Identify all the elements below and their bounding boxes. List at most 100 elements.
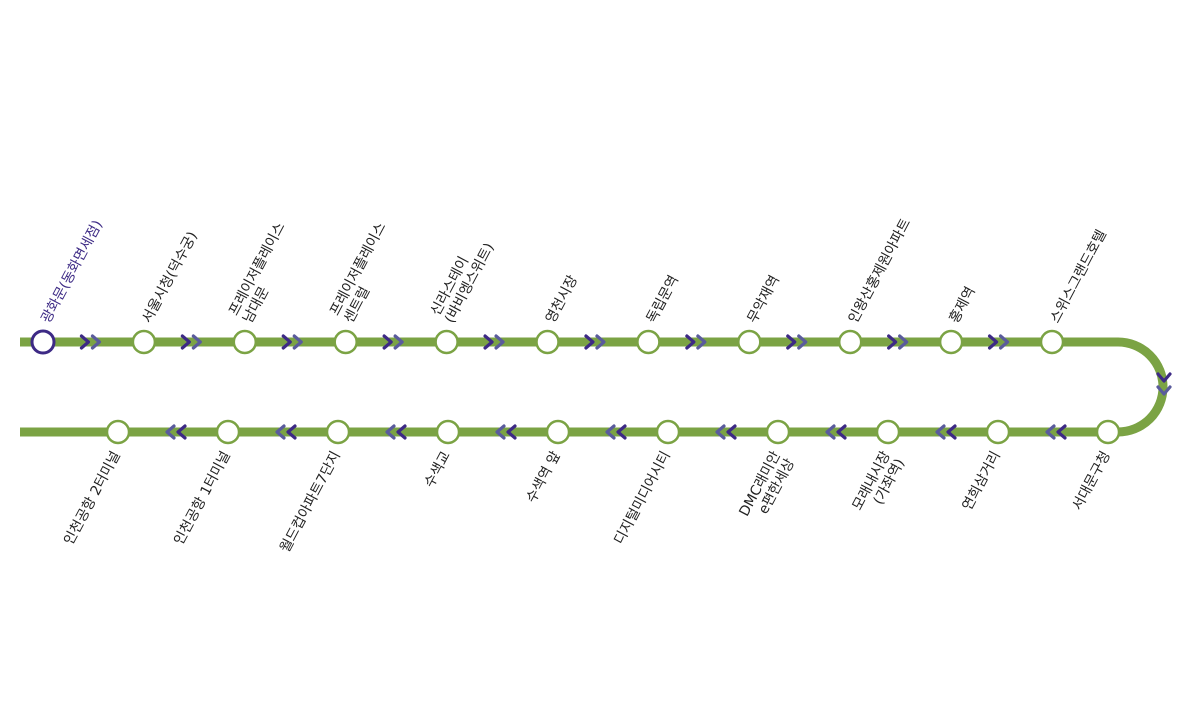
chevron-right-icon [887,334,898,350]
stop-circle-icon[interactable] [636,329,661,355]
chevron-right-icon [696,334,707,350]
stop-circle-icon[interactable] [837,329,863,355]
stop-label: 인천공항 1터미널 [171,449,234,548]
chevron-left-icon [605,424,616,440]
stop-label: 홍제역 [947,284,979,326]
chevron-left-icon [715,424,726,440]
chevron-left-icon [836,424,847,440]
stop-circle-icon[interactable] [655,419,681,445]
stop-label-group: 인천공항 2터미널 [61,449,124,548]
stop-label: 서울시청(덕수궁) [139,229,201,326]
chevron-left-icon [275,424,286,440]
stop-circle-icon[interactable] [1095,419,1121,445]
chevron-left-icon [1045,424,1056,440]
chevron-left-icon [176,424,187,440]
route-track [20,337,1168,437]
chevron-left-icon [385,424,396,440]
stop-label-group: 무악재역 [745,273,783,326]
chevron-left-icon [1056,424,1067,440]
chevron-right-icon [393,334,404,350]
stop-label: 스위스그랜드호텔 [1047,227,1110,325]
stop-label-group: 스위스그랜드호텔 [1047,227,1110,325]
stop-label-group: 영천시장 [543,273,581,326]
chevron-left-icon [506,424,517,440]
stop-circle-icon[interactable] [434,329,459,355]
stop-circle-icon[interactable] [131,329,157,355]
chevron-right-icon [191,334,202,350]
chevron-left-icon [935,424,946,440]
stop-label: 인왕산홍제원아파트 [846,216,915,326]
stop-label: 영천시장 [543,273,581,326]
stop-circle-icon[interactable] [325,419,351,445]
stop-label-group: 인왕산홍제원아파트 [846,216,915,326]
stop-label: 월드컵아파트7단지 [277,449,344,555]
stop-label-group: 서울시청(덕수궁) [139,229,201,326]
stop-label-group: 홍제역 [947,284,979,326]
chevron-right-icon [292,334,303,350]
chevron-right-icon [786,334,797,350]
chevron-right-icon [797,334,808,350]
chevron-right-icon [987,334,999,350]
chevron-left-icon [946,424,957,440]
stop-circle-icon[interactable] [232,329,258,355]
chevron-left-icon [165,424,176,440]
stop-label-group: 신라스테이(바비엥스위트) [428,240,498,325]
chevron-left-icon [396,424,407,440]
stop-circle-icon[interactable] [737,329,762,355]
stop-circle-icon[interactable] [435,419,461,445]
chevron-right-icon [998,334,1010,350]
stop-circle-icon[interactable] [215,419,241,445]
stop-circle-icon[interactable] [545,419,571,445]
stop-label: 서대문구청 [1070,449,1114,513]
stop-label-group: 연희삼거리 [960,449,1004,513]
stop-label-group: 독립문역 [644,273,682,326]
chevron-down-icon [1156,372,1172,383]
chevron-right-icon [494,334,505,350]
stop-label-group: 디지털미디어시티 [611,449,674,547]
stop-label: 광화문(동화면세점) [38,218,106,326]
chevron-right-icon [382,334,393,350]
stop-label-group: 수색역 앞 [524,449,564,506]
stop-label: 수색교 [422,449,454,491]
stop-label-group: 광화문(동화면세점) [38,218,106,326]
chevron-right-icon [79,334,91,350]
stop-circle-icon[interactable] [105,419,131,445]
chevron-left-icon [616,424,627,440]
stop-circle-icon[interactable] [535,329,560,355]
stop-circle-icon[interactable] [875,419,901,445]
chevron-down-icon [1156,385,1172,396]
stop-circle-icon[interactable] [333,329,358,355]
stop-circle-icon[interactable] [938,329,964,355]
stop-label: 연희삼거리 [960,449,1004,513]
chevron-left-icon [726,424,737,440]
chevron-right-icon [483,334,494,350]
chevron-right-icon [281,334,292,350]
stop-label-group: 모래내시장(가좌역) [850,449,908,513]
stop-circle-icon[interactable] [985,419,1011,445]
current-stop-circle-icon[interactable] [30,329,56,355]
chevron-right-icon [685,334,696,350]
chevron-left-icon [286,424,297,440]
chevron-left-icon [825,424,836,440]
chevron-right-icon [180,334,191,350]
stop-label: 수색역 앞 [524,449,564,506]
stop-label: 독립문역 [644,273,682,326]
stop-label-group: 인천공항 1터미널 [171,449,234,548]
chevron-right-icon [90,334,102,350]
stops [30,329,1121,445]
chevron-right-icon [595,334,606,350]
stop-label: 디지털미디어시티 [611,449,674,547]
chevron-left-icon [495,424,506,440]
stop-label-group: 서대문구청 [1070,449,1114,513]
chevron-right-icon [898,334,909,350]
stop-circle-icon[interactable] [1039,329,1065,355]
stop-circle-icon[interactable] [765,419,791,445]
chevron-right-icon [584,334,595,350]
stop-label: 인천공항 2터미널 [61,449,124,548]
stop-label: 무악재역 [745,273,783,326]
stop-label-group: 수색교 [422,449,454,491]
